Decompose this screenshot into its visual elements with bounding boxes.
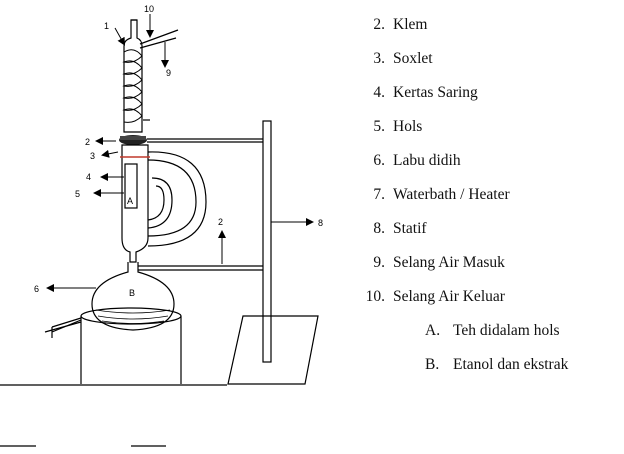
bench-lines (0, 384, 227, 447)
legend-item-number: 9. (373, 254, 385, 271)
legend-item-text: Kertas Saring (393, 84, 478, 101)
legend-item-6: 6. Labu didih (355, 152, 461, 170)
boiling-flask (91, 262, 267, 331)
callout-8-label: 8 (318, 218, 323, 228)
legend-item-number: 4. (373, 84, 385, 101)
callout-6-label: 6 (34, 284, 39, 294)
legend: 2. Klem 3. Soxlet 4. Kertas Saring 5. Hols 6… (355, 0, 624, 449)
legend-item-5: 5. Hols (355, 118, 422, 136)
callout-10-label: 10 (144, 4, 154, 14)
callout-5-label: 5 (75, 189, 80, 199)
callout-1-label: 1 (104, 21, 109, 31)
callout-2-mid-label: 2 (218, 217, 223, 227)
legend-item-number: 2. (373, 16, 385, 33)
legend-item-number: 5. (373, 118, 385, 135)
legend-item-text: Statif (393, 220, 427, 237)
callout-3-label: 3 (90, 151, 95, 161)
legend-sub-item-text: Etanol dan ekstrak (453, 356, 569, 373)
condenser (122, 19, 179, 133)
legend-item-text: Hols (393, 118, 423, 135)
legend-item-number: 6. (373, 152, 385, 169)
legend-item-text: Selang Air Keluar (393, 288, 505, 305)
callout-4-label: 4 (86, 172, 91, 182)
legend-sub-item-letter: A. (425, 322, 441, 339)
legend-item-9: 9. Selang Air Masuk (355, 254, 505, 272)
legend-item-number: 7. (373, 186, 385, 203)
legend-item-number: 3. (373, 50, 385, 67)
waterbath (44, 307, 182, 384)
callout-arrows (46, 14, 314, 292)
thimble-label-a: A (127, 196, 133, 206)
legend-item-3: 3. Soxlet (355, 50, 433, 68)
flask-label-b: B (129, 288, 135, 298)
legend-item-2: 2. Klem (355, 16, 427, 34)
legend-sub-item-text: Teh didalam hols (453, 322, 560, 339)
legend-item-7: 7. Waterbath / Heater (355, 186, 510, 204)
legend-item-4: 4. Kertas Saring (355, 84, 478, 102)
legend-cropped-line (375, 0, 378, 12)
legend-item-text: Soxlet (393, 50, 433, 67)
legend-item-text: Klem (393, 16, 428, 33)
legend-sub-item-letter: B. (425, 356, 440, 373)
legend-item-number: 10. (365, 288, 385, 305)
legend-item-text: Labu didih (393, 152, 461, 169)
legend-item-10: 10. Selang Air Keluar (355, 288, 505, 306)
legend-item-text: Selang Air Masuk (393, 254, 505, 271)
soxhlet-extractor (120, 144, 207, 263)
stand-rod (227, 120, 319, 385)
legend-item-8: 8. Statif (355, 220, 427, 238)
legend-item-number: 8. (373, 220, 385, 237)
legend-sub-item-b: B. Etanol dan ekstrak (425, 356, 568, 374)
legend-item-text: Waterbath / Heater (393, 186, 510, 203)
legend-sub-item-a: A. Teh didalam hols (425, 322, 560, 340)
clamp-top (119, 135, 267, 145)
callout-9-label: 9 (166, 68, 171, 78)
callout-2-top-label: 2 (85, 137, 90, 147)
